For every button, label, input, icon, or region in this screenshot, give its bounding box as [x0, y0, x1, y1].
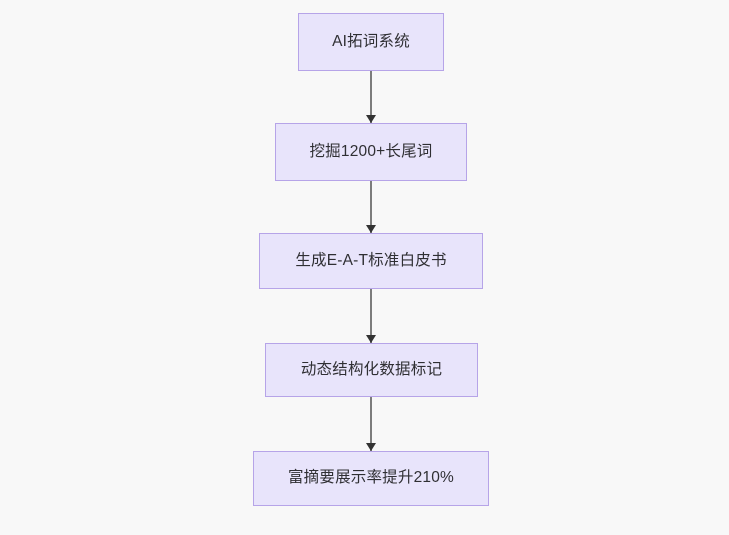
edge-line — [370, 181, 372, 233]
node-label: AI拓词系统 — [332, 32, 410, 50]
flowchart-node-eat-whitepaper[interactable]: 生成E-A-T标准白皮书 — [259, 233, 483, 289]
edge-line — [370, 397, 372, 451]
node-label: 挖掘1200+长尾词 — [309, 142, 433, 160]
node-label: 生成E-A-T标准白皮书 — [295, 251, 447, 269]
arrowhead-icon — [366, 225, 376, 233]
flowchart-node-longtail-mining[interactable]: 挖掘1200+长尾词 — [275, 123, 467, 181]
arrowhead-icon — [366, 443, 376, 451]
flowchart-node-ai-keyword-system[interactable]: AI拓词系统 — [298, 13, 444, 71]
node-label: 动态结构化数据标记 — [300, 360, 443, 378]
edge-line — [370, 71, 372, 123]
edge-line — [370, 289, 372, 343]
flowchart-node-rich-snippet-result[interactable]: 富摘要展示率提升210% — [253, 451, 489, 506]
arrowhead-icon — [366, 115, 376, 123]
flowchart-node-structured-data-markup[interactable]: 动态结构化数据标记 — [265, 343, 478, 397]
node-label: 富摘要展示率提升210% — [287, 469, 455, 487]
arrowhead-icon — [366, 335, 376, 343]
